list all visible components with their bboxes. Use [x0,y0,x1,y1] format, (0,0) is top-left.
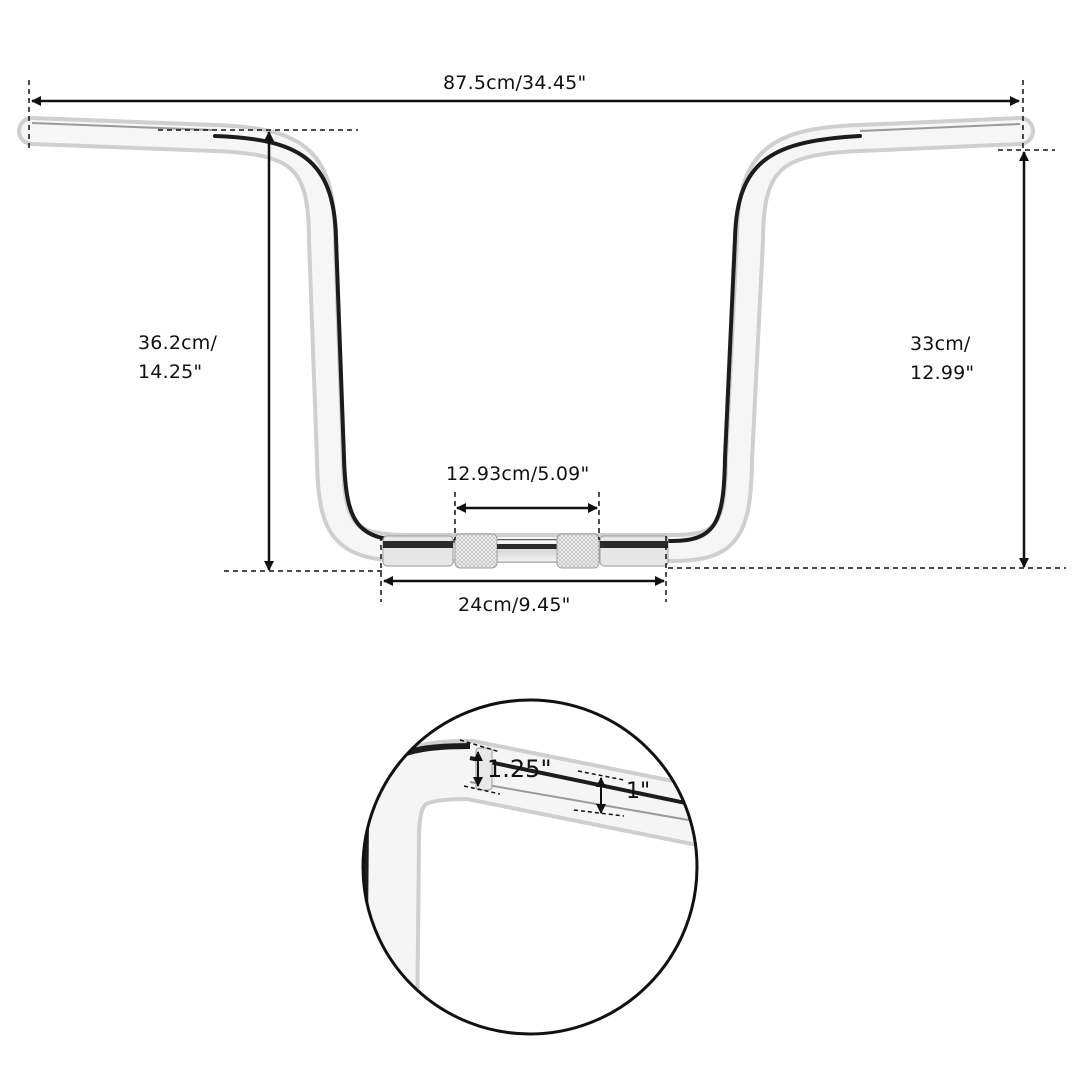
knurl-right [556,533,600,569]
clamp-diameter-dims [459,739,501,795]
handlebar [17,116,1035,569]
detail-zoom-circle [361,698,699,1036]
detail-circle-outline [361,698,699,1036]
grip-diameter-label: 1" [626,779,651,804]
knurl-left [454,533,498,569]
total-width-label: 87.5cm/34.45" [443,72,587,94]
grip-diameter-dims [573,770,625,817]
center-knurl-label: 12.93cm/5.09" [446,463,590,485]
left-rise-label-line2: 14.25" [138,361,203,383]
right-rise-label-line1: 33cm/ [910,333,971,355]
center-width-label: 24cm/9.45" [458,594,571,616]
right-rise-label-line2: 12.99" [910,362,975,384]
left-rise-label-line1: 36.2cm/ [138,332,218,354]
center-clamp-section [382,533,669,569]
dimension-lines [28,80,1066,602]
clamp-diameter-label: 1.25" [487,755,552,783]
